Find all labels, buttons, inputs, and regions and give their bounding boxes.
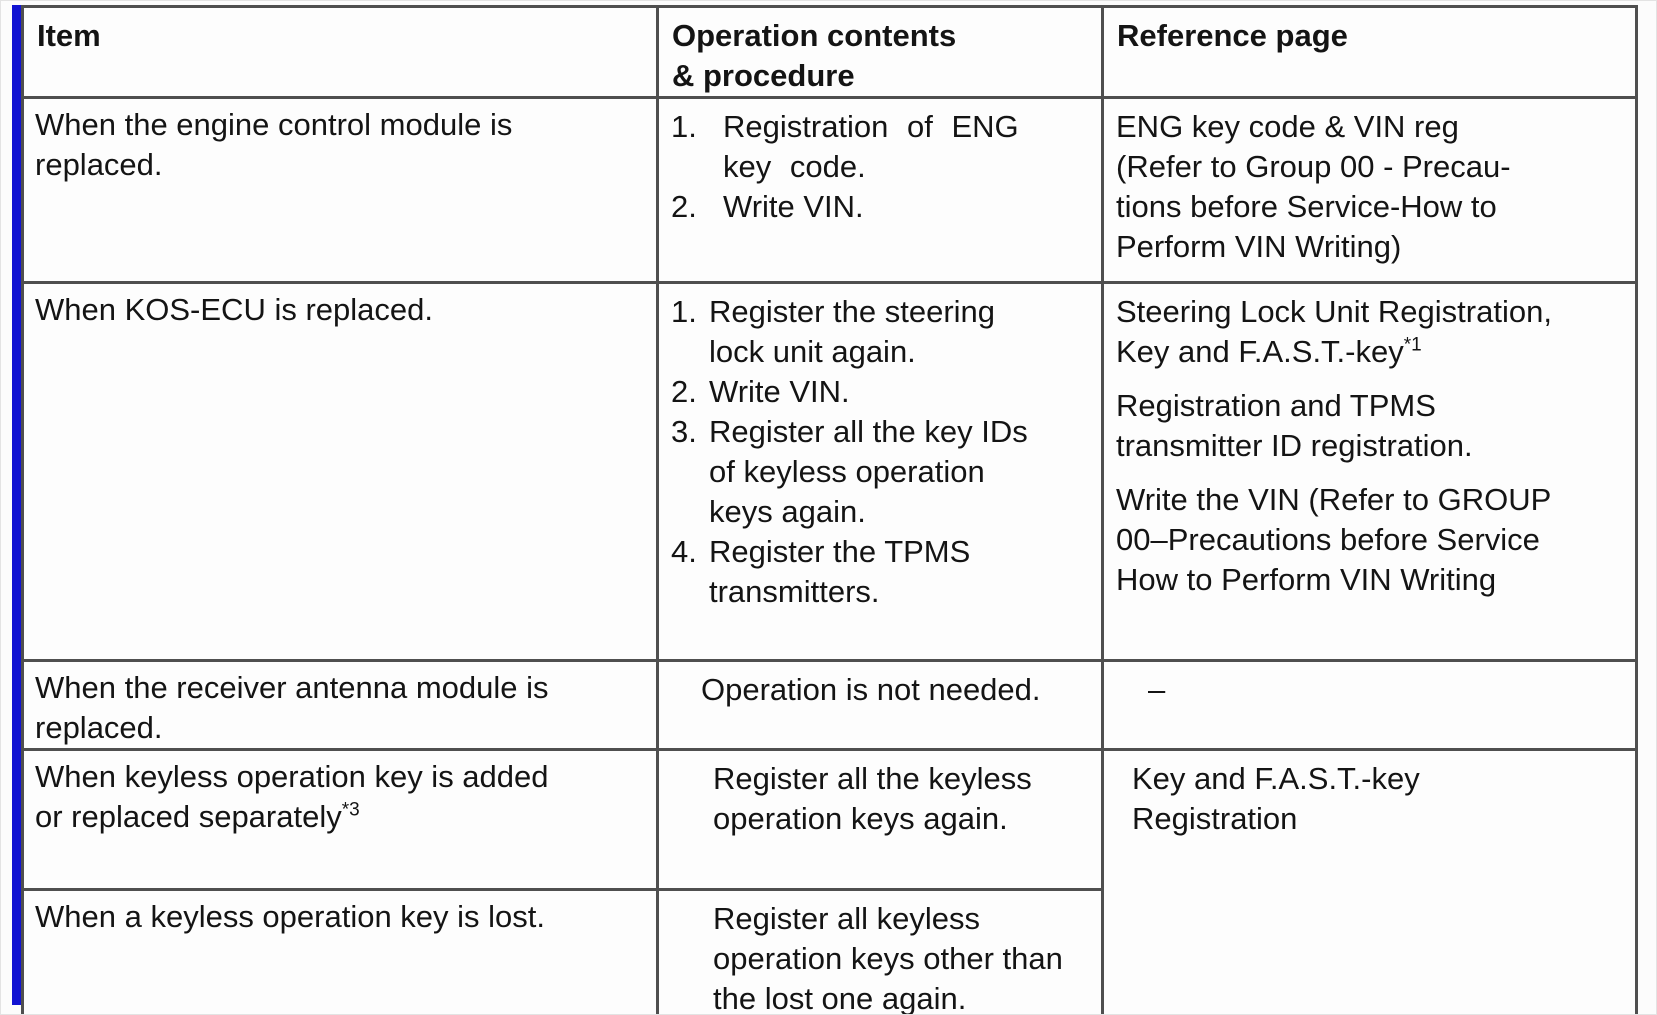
operation-step: 2. Write VIN.: [671, 187, 1095, 227]
operation-step-number: 2.: [671, 189, 697, 224]
operation-text: Register all the keyless operation keys …: [713, 761, 1032, 836]
item-text: When the receiver antenna module is repl…: [35, 670, 549, 745]
operation-step-text: Register all the key IDs of keyless oper…: [709, 414, 1028, 529]
operation-step-text: Register the TPMS transmitters.: [709, 534, 971, 609]
table-row: When KOS-ECU is replaced. 1. Register the …: [21, 281, 1638, 662]
operation-step-text: Register the steering lock unit again.: [709, 294, 996, 369]
item-cell: When a keyless operation key is lost.: [21, 888, 659, 1014]
reference-paragraph: ENG key code & VIN reg (Refer to Group 0…: [1116, 109, 1511, 264]
header-reference: Reference page: [1101, 5, 1638, 99]
operation-step: 3. Register all the key IDs of keyless op…: [671, 412, 1095, 532]
reference-paragraph: Registration and TPMS transmitter ID reg…: [1116, 388, 1473, 463]
reference-paragraph: Steering Lock Unit Registration, Key and…: [1116, 294, 1552, 369]
operation-cell: Register all keyless operation keys othe…: [656, 888, 1104, 1015]
item-text: When keyless operation key is added or r…: [35, 759, 549, 834]
table-header: Item Operation contents & procedure Refe…: [21, 5, 1638, 99]
operation-step-number: 4.: [671, 534, 697, 569]
reference-cell: Steering Lock Unit Registration, Key and…: [1101, 281, 1638, 662]
operation-step-number: 3.: [671, 414, 697, 449]
table-body: When the engine control module is replac…: [21, 96, 1638, 1015]
operation-cell: 1. Register the steering lock unit again.…: [656, 281, 1104, 662]
header-operation: Operation contents & procedure: [656, 5, 1104, 99]
key-registration-table: Item Operation contents & procedure Refe…: [21, 5, 1638, 1015]
operation-step: 4. Register the TPMS transmitters.: [671, 532, 1095, 612]
footnote-marker: *3: [341, 799, 360, 821]
operation-step-number: 2.: [671, 374, 697, 409]
reference-paragraph: Write the VIN (Refer to GROUP 00–Precaut…: [1116, 482, 1552, 597]
item-text: When the engine control module is replac…: [35, 107, 513, 182]
operation-cell: Operation is not needed.: [656, 659, 1104, 751]
operation-cell: 1. Registration of ENG key code. 2. Write V…: [656, 96, 1104, 284]
operation-step-text: Write VIN.: [709, 374, 850, 409]
reference-cell: ENG key code & VIN reg (Refer to Group 0…: [1101, 96, 1638, 284]
operation-step-text: Registration of ENG key code.: [723, 109, 1019, 184]
reference-paragraph: Key and F.A.S.T.-key Registration: [1132, 761, 1420, 836]
operation-step: 1. Register the steering lock unit again.: [671, 292, 1095, 372]
operation-step-number: 1.: [671, 109, 697, 144]
reference-cell: –: [1101, 659, 1638, 751]
reference-paragraph: –: [1148, 672, 1166, 707]
table-row: When a keyless operation key is lost. Reg…: [21, 888, 1637, 1015]
table-row: When keyless operation key is added or r…: [21, 748, 1638, 1014]
operation-step-number: 1.: [671, 294, 697, 329]
operation-text: Register all keyless operation keys othe…: [713, 901, 1063, 1015]
item-text: When KOS-ECU is replaced.: [35, 292, 433, 327]
item-text: When a keyless operation key is lost.: [35, 899, 546, 934]
item-cell: When KOS-ECU is replaced.: [21, 281, 659, 662]
operation-step: 1. Registration of ENG key code.: [671, 107, 1095, 187]
operation-step: 2. Write VIN.: [671, 372, 1095, 412]
table-row: When the engine control module is replac…: [21, 96, 1638, 284]
item-cell: When the receiver antenna module is repl…: [21, 659, 659, 751]
left-margin-stripe: [12, 5, 21, 1005]
header-row: Item Operation contents & procedure Refe…: [21, 5, 1638, 99]
header-item: Item: [21, 5, 659, 99]
item-cell: When the engine control module is replac…: [21, 96, 659, 284]
operation-cell: Register all the keyless operation keys …: [656, 748, 1104, 891]
reference-cell: Key and F.A.S.T.-key Registration: [1101, 748, 1638, 1014]
operation-text: Operation is not needed.: [701, 672, 1041, 707]
table-row: When the receiver antenna module is repl…: [21, 659, 1638, 751]
item-cell: When keyless operation key is added or r…: [21, 748, 659, 891]
footnote-marker: *1: [1403, 334, 1422, 356]
operation-step-text: Write VIN.: [723, 189, 864, 224]
